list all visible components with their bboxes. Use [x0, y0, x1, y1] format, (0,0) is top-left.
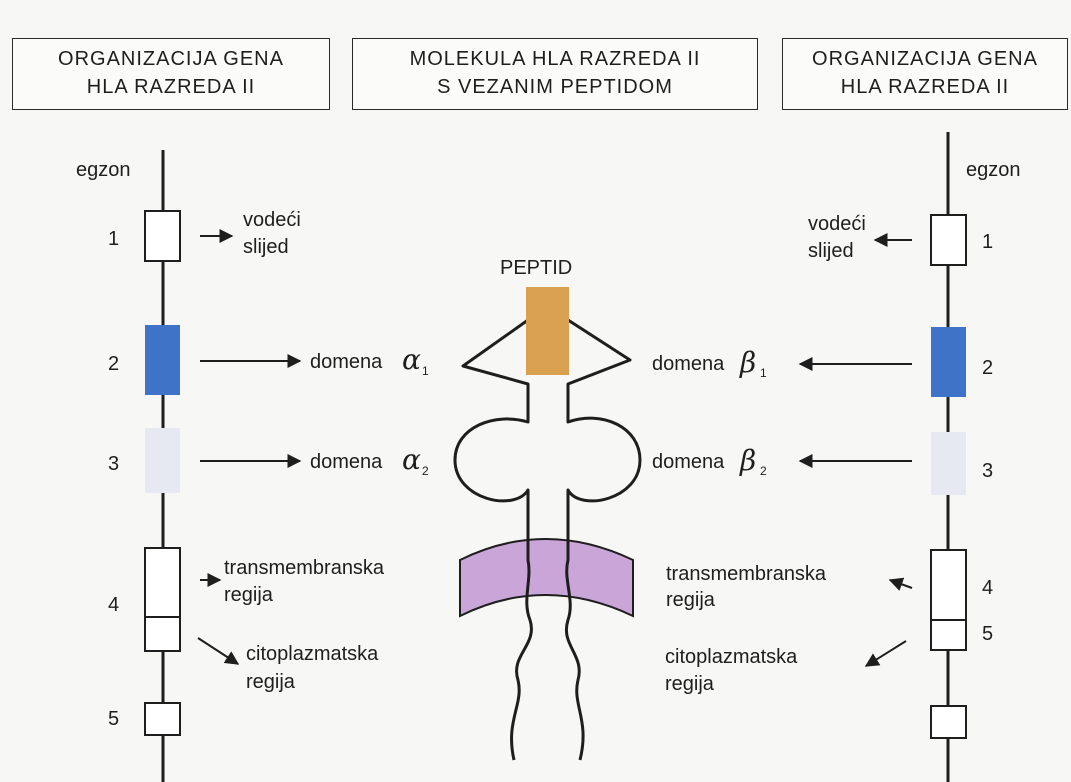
right-domain2-symbol: β: [739, 444, 756, 477]
right-cytoplasmic-label-2: regija: [665, 673, 715, 695]
right-domain1-label: domena: [652, 353, 725, 375]
center-header-box: MOLEKULA HLA RAZREDA II S VEZANIM PEPTID…: [352, 38, 758, 110]
left-header-line-2: HLA RAZREDA II: [86, 76, 256, 98]
left-header-line-1: ORGANIZACIJA GENA: [58, 48, 284, 70]
right-transmembrane-label-1: transmembranska: [666, 563, 827, 585]
left-exon-1: [144, 210, 181, 262]
right-domain2-subscript: 2: [760, 464, 767, 478]
right-egzon-label: egzon: [966, 159, 1021, 181]
left-domain2-subscript: 2: [422, 464, 429, 478]
left-cytoplasmic-label-2: regija: [246, 671, 296, 693]
left-domain2-symbol: α: [402, 443, 421, 476]
left-exon-5: [144, 702, 181, 736]
right-exon-number-2: 2: [982, 357, 993, 379]
left-header-box: ORGANIZACIJA GENA HLA RAZREDA II: [12, 38, 330, 110]
right-exon-4: [930, 549, 967, 651]
right-header-line-2: HLA RAZREDA II: [840, 76, 1010, 98]
left-exon-3: [145, 428, 180, 493]
right-header-line-1: ORGANIZACIJA GENA: [812, 48, 1038, 70]
left-transmembrane-label-2: regija: [224, 584, 274, 606]
right-exon-number-1: 1: [982, 231, 993, 253]
hla-molecule: PEPTID: [453, 257, 642, 761]
right-header-box: ORGANIZACIJA GENA HLA RAZREDA II: [782, 38, 1068, 110]
right-domain1-symbol: β: [739, 346, 756, 379]
left-domain1-subscript: 1: [422, 364, 429, 378]
right-domain1-subscript: 1: [760, 366, 767, 380]
left-gene: egzon 1 2 3 4 5 vodeći slijed domena α 1…: [76, 150, 429, 782]
right-exon-2: [931, 327, 966, 397]
right-leader-label-1: vodeći: [808, 213, 866, 235]
left-domain1-symbol: α: [402, 343, 421, 376]
right-domain2-label: domena: [652, 451, 725, 473]
left-exon-number-4: 4: [108, 594, 119, 616]
left-exon-number-1: 1: [108, 228, 119, 250]
right-exon-5: [930, 705, 967, 739]
left-leader-label-1: vodeći: [243, 209, 301, 231]
left-leader-label-2: slijed: [243, 236, 289, 258]
left-domain1-label: domena: [310, 351, 383, 373]
left-egzon-label: egzon: [76, 159, 131, 181]
beta-chain: [564, 318, 642, 761]
left-exon-2: [145, 325, 180, 395]
right-transmembrane-arrow: [888, 577, 913, 591]
left-cytoplasmic-label-1: citoplazmatska: [246, 643, 379, 665]
left-exon-4: [144, 547, 181, 652]
right-exon-3: [931, 432, 966, 495]
right-exon-number-3: 3: [982, 460, 993, 482]
left-exon-number-5: 5: [108, 708, 119, 730]
alpha-chain: [453, 318, 533, 761]
right-exon-1: [930, 214, 967, 266]
center-header-line-2: S VEZANIM PEPTIDOM: [437, 76, 673, 98]
left-cytoplasmic-arrow: [197, 637, 240, 665]
peptide: [526, 287, 569, 375]
right-leader-label-2: slijed: [808, 240, 854, 262]
right-cytoplasmic-label-1: citoplazmatska: [665, 646, 798, 668]
left-transmembrane-label-1: transmembranska: [224, 557, 385, 579]
right-exon-number-5: 5: [982, 623, 993, 645]
right-cytoplasmic-arrow: [864, 640, 907, 667]
right-gene: egzon 1 2 3 4 5 vodeći slijed domena β 1…: [652, 132, 1021, 782]
left-exon-number-3: 3: [108, 453, 119, 475]
right-transmembrane-label-2: regija: [666, 589, 716, 611]
left-domain2-label: domena: [310, 451, 383, 473]
membrane-band: [459, 538, 634, 618]
peptide-label: PEPTID: [500, 257, 572, 279]
right-exon-number-4: 4: [982, 577, 993, 599]
left-exon-number-2: 2: [108, 353, 119, 375]
center-header-line-1: MOLEKULA HLA RAZREDA II: [409, 48, 701, 70]
